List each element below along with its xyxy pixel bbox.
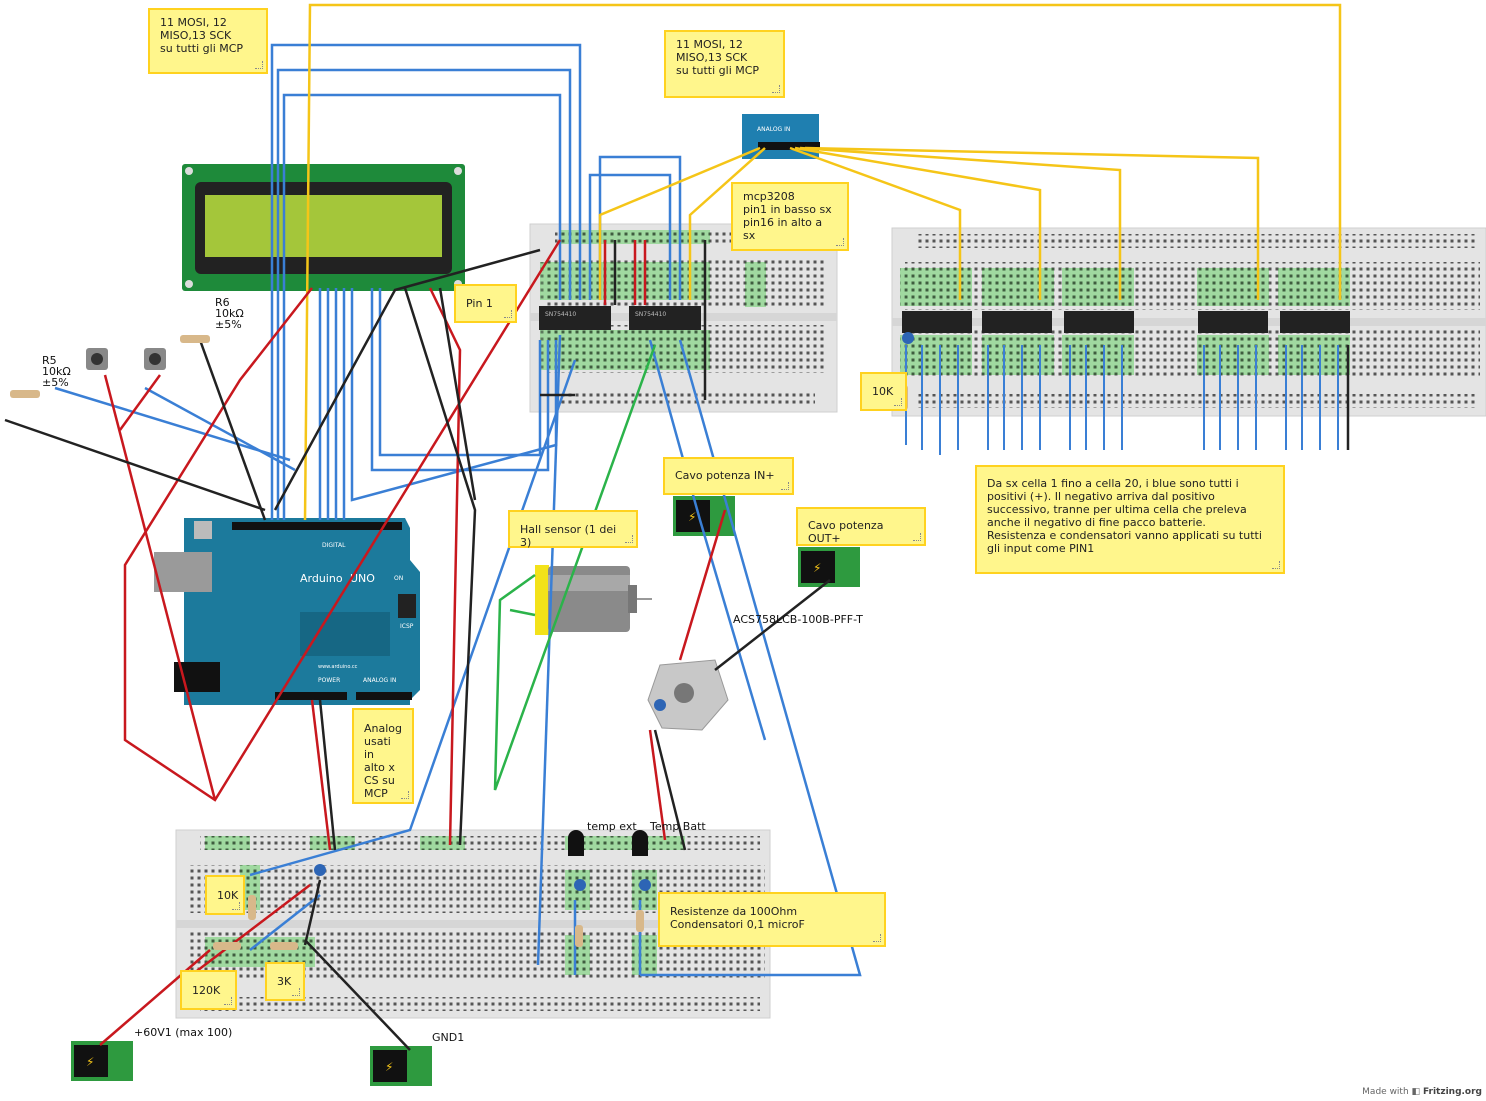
arduino-uno: Arduino UNO DIGITAL POWER ANALOG IN ICSP… [154, 518, 420, 705]
note-pin1: Pin 1 [454, 284, 517, 323]
arduino-url: www.arduino.cc [318, 664, 358, 670]
push-buttons [86, 348, 166, 370]
bolt-icon: ⚡ [86, 1055, 94, 1069]
label-temp-ext: temp ext [587, 820, 637, 833]
note-mcp3208: mcp3208 pin1 in basso sx pin16 in alto a… [731, 182, 849, 251]
chip-label: SN754410 [545, 311, 576, 318]
wires-black [4, 240, 1350, 1051]
footer-credit: Made with ◧ Fritzing.org [1362, 1087, 1482, 1097]
lcd-display [182, 164, 465, 291]
note-3k: 3K [265, 962, 305, 1001]
note-spi-left: 11 MOSI, 12 MISO,13 SCK su tutti gli MCP [148, 8, 268, 74]
on-label: ON [394, 575, 403, 582]
icsp-label: ICSP [400, 623, 414, 630]
note-description: Da sx cella 1 fino a cella 20, i blue so… [975, 465, 1285, 574]
acs-sensor [647, 659, 729, 731]
wires-yellow [303, 3, 1342, 521]
wires-red [99, 239, 727, 1046]
adc-module: ANALOG IN [742, 114, 820, 159]
note-cavo-out: Cavo potenza OUT+ [796, 507, 926, 546]
chips: SN754410 SN754410 [539, 306, 1350, 333]
note-120k: 120K [180, 970, 237, 1010]
bolt-icon: ⚡ [688, 510, 696, 524]
note-spi-right: 11 MOSI, 12 MISO,13 SCK su tutti gli MCP [664, 30, 785, 98]
label-r6: R6 10kΩ ±5% [215, 296, 244, 331]
label-acs: ACS758LCB-100B-PFF-T [733, 613, 863, 626]
note-resistenze: Resistenze da 100Ohm Condensatori 0,1 mi… [658, 892, 886, 947]
temperature-sensors [314, 332, 914, 891]
label-60v: +60V1 (max 100) [134, 1026, 233, 1039]
label-gnd1: GND1 [432, 1031, 465, 1044]
note-cavo-in: Cavo potenza IN+ [663, 457, 794, 495]
breadboard-bottom [175, 829, 771, 1019]
bolt-icon: ⚡ [813, 561, 821, 575]
note-hall-sensor: Hall sensor (1 dei 3) [508, 510, 638, 549]
arduino-model: UNO [350, 572, 375, 585]
footer-made-with: Made with [1362, 1087, 1409, 1097]
arduino-brand: Arduino [300, 572, 343, 585]
bolt-icon: ⚡ [385, 1060, 393, 1074]
chip-label: SN754410 [635, 311, 666, 318]
label-temp-batt: Temp Batt [650, 820, 706, 833]
breadboard-right [891, 227, 1486, 417]
fritzing-logo-icon: ◧ [1411, 1087, 1421, 1097]
wires-green [493, 344, 657, 791]
note-analog: Analog usati in alto x CS su MCP [352, 708, 414, 804]
label-r5: R5 10kΩ ±5% [42, 354, 71, 389]
note-10k-bottom: 10K [205, 875, 245, 915]
footer-brand: Fritzing.org [1422, 1087, 1482, 1097]
power-label: POWER [318, 677, 340, 684]
note-10k-right: 10K [860, 372, 907, 411]
digital-label: DIGITAL [322, 542, 346, 549]
analog-in-label: ANALOG IN [363, 677, 396, 684]
adc-label: ANALOG IN [757, 126, 790, 133]
